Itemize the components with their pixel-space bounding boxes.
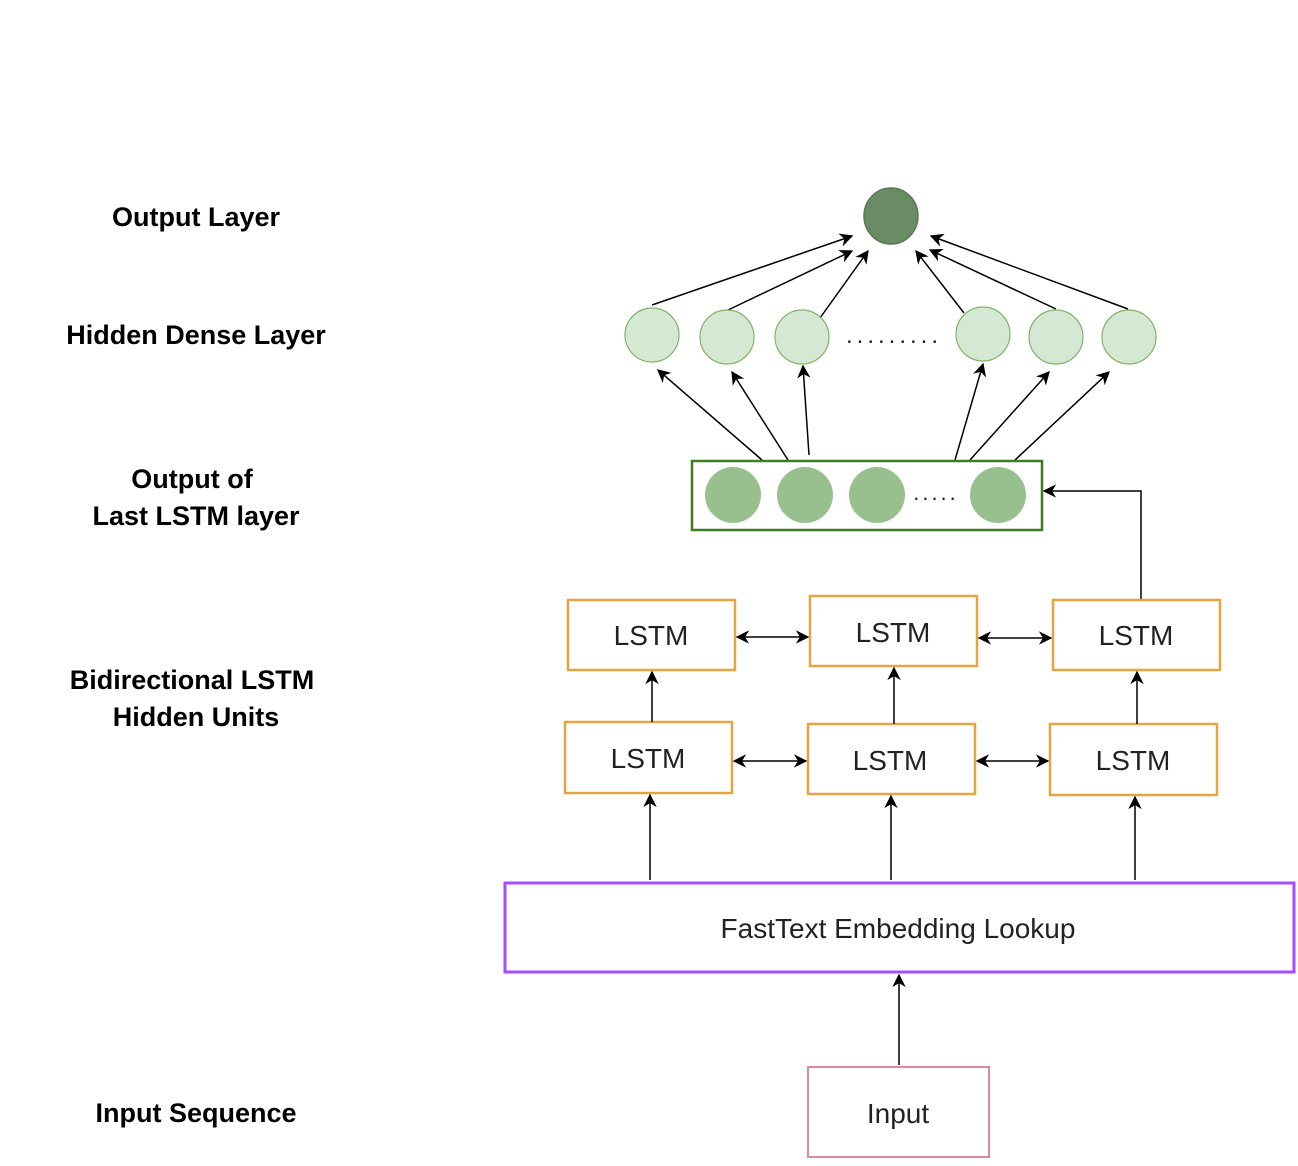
label-last-lstm-line1: Output of <box>131 464 253 494</box>
lstm-output-ellipsis: ..... <box>913 480 959 505</box>
lstm-output-to-dense-arrows <box>656 362 1110 461</box>
embedding-lookup-label: FastText Embedding Lookup <box>721 913 1076 944</box>
hidden-node <box>1101 309 1157 365</box>
label-last-lstm-line2: Last LSTM layer <box>92 501 300 531</box>
hidden-node <box>774 309 830 365</box>
lstm-box <box>566 598 737 672</box>
hidden-node <box>955 306 1011 362</box>
hidden-ellipsis: ......... <box>846 322 942 349</box>
lstm-box <box>806 722 977 796</box>
lstm-label: LSTM <box>1096 745 1171 776</box>
arrow <box>731 370 789 461</box>
embedding-lookup-box <box>503 881 1296 974</box>
dense-to-output-arrows <box>651 233 1129 319</box>
lstm-box <box>563 720 734 795</box>
arrow <box>929 233 1129 310</box>
bidirectional-arrows <box>732 630 1053 768</box>
arrow <box>928 249 1057 310</box>
lstm-vertical-arrows <box>645 666 1144 724</box>
arrow <box>954 362 987 461</box>
arrow <box>969 370 1050 461</box>
arrow <box>819 249 869 319</box>
hidden-dense-nodes <box>624 306 1157 365</box>
lstm-output-node <box>970 467 1026 523</box>
lstm-box <box>1051 598 1222 672</box>
lstm-label: LSTM <box>853 745 928 776</box>
arrow <box>727 250 854 311</box>
hidden-node <box>1028 309 1084 365</box>
lstm-box <box>808 594 979 668</box>
lstm-box <box>1048 722 1219 797</box>
arrow <box>915 249 965 314</box>
lstm-label: LSTM <box>1099 620 1174 651</box>
lstm-output-node <box>777 467 833 523</box>
lstm-label: LSTM <box>614 620 689 651</box>
label-bilstm-line2: Hidden Units <box>113 702 280 732</box>
label-bilstm-line1: Bidirectional LSTM <box>70 665 315 695</box>
input-box <box>807 1066 990 1158</box>
hidden-node <box>624 307 680 363</box>
arrow <box>656 369 763 461</box>
hidden-node <box>699 309 755 365</box>
lstm-output-node <box>705 467 761 523</box>
arrow <box>797 364 811 456</box>
embedding-to-lstm-arrows <box>643 793 1142 880</box>
lstm-output-node <box>849 467 905 523</box>
label-hidden-dense-layer: Hidden Dense Layer <box>66 320 326 350</box>
lstm-output-nodes <box>705 467 1026 523</box>
label-input-sequence: Input Sequence <box>95 1098 296 1128</box>
lstm-label: LSTM <box>611 743 686 774</box>
input-label: Input <box>867 1098 929 1129</box>
arrow <box>1014 371 1110 461</box>
lstm-bottom-row <box>563 720 1219 797</box>
lstm-to-output-connector <box>1042 484 1142 600</box>
output-node <box>863 187 919 245</box>
arrow <box>651 233 854 306</box>
label-output-layer: Output Layer <box>112 202 281 232</box>
lstm-top-row <box>566 594 1222 672</box>
lstm-label: LSTM <box>856 617 931 648</box>
